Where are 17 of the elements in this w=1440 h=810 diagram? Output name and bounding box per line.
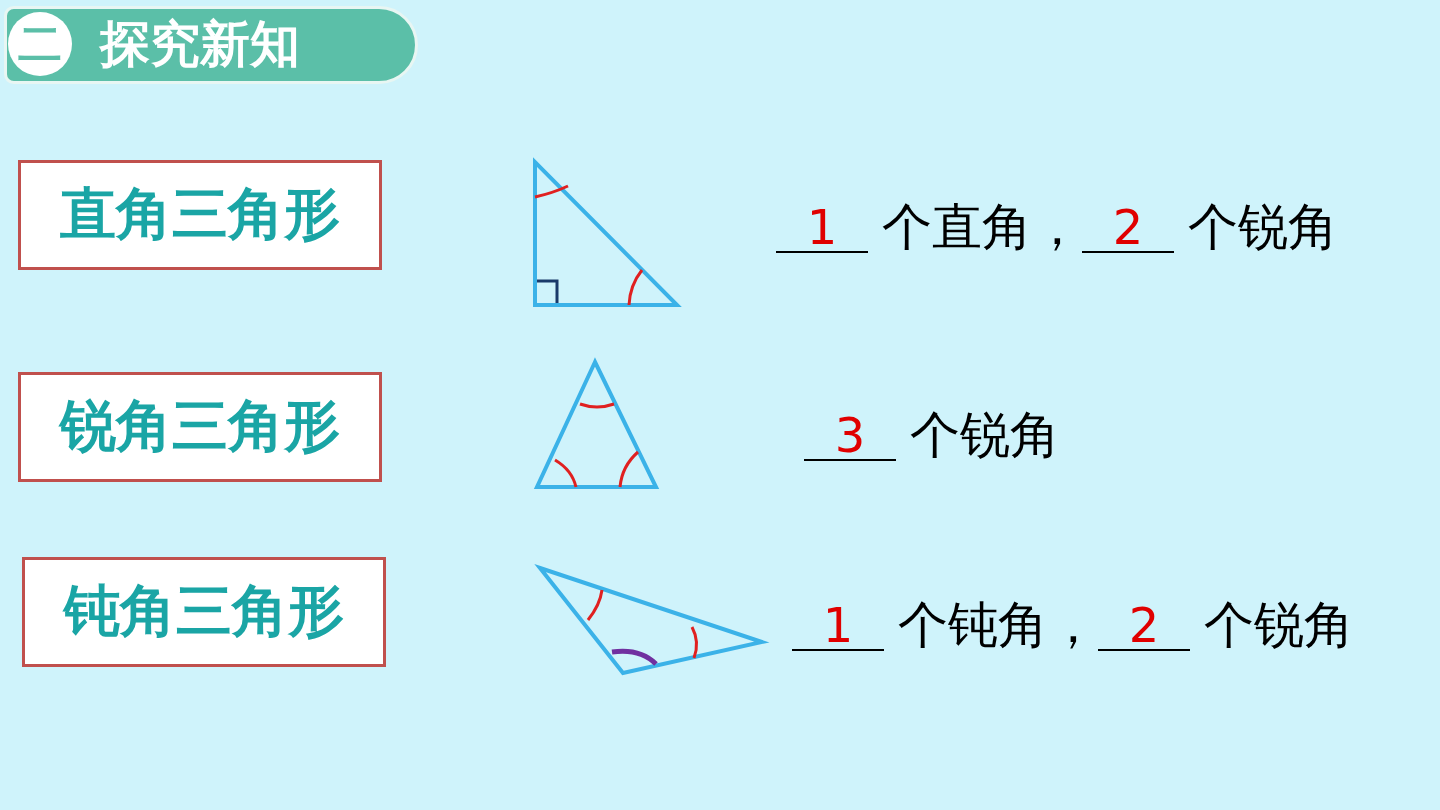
fill-in-answer: 1 xyxy=(792,601,884,651)
answer-text: 个钝角， xyxy=(898,596,1098,654)
category-box xyxy=(18,372,382,482)
category-box xyxy=(22,557,386,667)
fill-in-answer: 3 xyxy=(804,411,896,461)
fill-in-answer: 2 xyxy=(1082,203,1174,253)
answer-text: 个锐角 xyxy=(1204,596,1354,654)
fill-in-answer: 2 xyxy=(1098,601,1190,651)
category-name: 直角三角形 xyxy=(60,180,340,248)
category-name: 钝角三角形 xyxy=(64,577,344,645)
fill-in-answer: 1 xyxy=(776,203,868,253)
answer-text: 个直角， xyxy=(882,198,1082,256)
category-box xyxy=(18,160,382,270)
answer-text: 个锐角 xyxy=(910,406,1060,464)
answer-text: 个锐角 xyxy=(1188,198,1338,256)
category-name: 锐角三角形 xyxy=(60,392,340,460)
section-title: 探究新知 xyxy=(100,14,300,74)
